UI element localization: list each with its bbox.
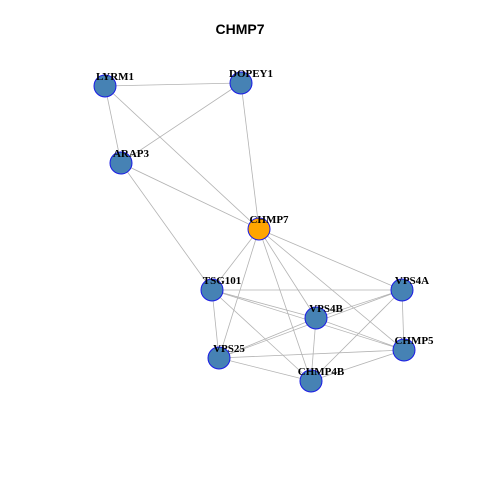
edge-chmp7-tsg101 bbox=[211, 228, 260, 291]
edge-lyrm1-dopey1 bbox=[104, 82, 242, 87]
node-chmp4b: CHMP4B bbox=[298, 366, 345, 393]
node-dopey1: DOPEY1 bbox=[229, 68, 273, 95]
node-label-chmp4b: CHMP4B bbox=[298, 366, 345, 378]
node-tsg101: TSG101 bbox=[200, 275, 242, 302]
node-vps25: VPS25 bbox=[207, 343, 245, 370]
edge-vps4a-chmp4b bbox=[310, 289, 403, 382]
node-circle-dopey1 bbox=[229, 71, 253, 95]
edge-vps25-chmp4b bbox=[218, 357, 312, 382]
edge-chmp5-vps25 bbox=[218, 349, 405, 359]
edge-chmp7-vps4b bbox=[258, 228, 317, 319]
edge-vps4b-chmp5 bbox=[315, 317, 405, 351]
node-label-chmp7: CHMP7 bbox=[249, 214, 289, 226]
node-circle-chmp5 bbox=[392, 338, 416, 362]
edge-chmp7-vps25 bbox=[218, 228, 260, 359]
edge-tsg101-vps4b bbox=[211, 289, 317, 319]
node-label-dopey1: DOPEY1 bbox=[229, 68, 273, 80]
node-label-vps4b: VPS4B bbox=[309, 303, 343, 315]
edge-dopey1-arap3 bbox=[120, 82, 242, 164]
node-circle-tsg101 bbox=[200, 278, 224, 302]
node-vps4b: VPS4B bbox=[304, 303, 343, 330]
edge-arap3-chmp7 bbox=[120, 162, 260, 230]
node-circle-vps4a bbox=[390, 278, 414, 302]
edge-tsg101-chmp4b bbox=[211, 289, 312, 382]
edge-vps4a-vps4b bbox=[315, 289, 403, 319]
edges-layer bbox=[104, 82, 405, 382]
node-circle-chmp4b bbox=[299, 369, 323, 393]
node-label-lyrm1: LYRM1 bbox=[96, 71, 134, 83]
node-arap3: ARAP3 bbox=[109, 148, 150, 175]
edge-lyrm1-chmp7 bbox=[104, 85, 260, 230]
edge-lyrm1-arap3 bbox=[104, 85, 122, 164]
graph-title: CHMP7 bbox=[215, 21, 265, 37]
node-label-tsg101: TSG101 bbox=[203, 275, 242, 287]
edge-vps4b-vps25 bbox=[218, 317, 317, 359]
node-circle-chmp7 bbox=[247, 217, 271, 241]
edge-chmp7-chmp5 bbox=[258, 228, 405, 351]
node-circle-vps4b bbox=[304, 306, 328, 330]
node-chmp5: CHMP5 bbox=[392, 335, 434, 362]
node-vps4a: VPS4A bbox=[390, 275, 429, 302]
node-label-vps4a: VPS4A bbox=[395, 275, 429, 287]
node-circle-lyrm1 bbox=[93, 74, 117, 98]
edge-chmp7-chmp4b bbox=[258, 228, 312, 382]
edge-dopey1-chmp7 bbox=[240, 82, 260, 230]
edge-chmp7-vps4a bbox=[258, 228, 403, 291]
node-label-arap3: ARAP3 bbox=[113, 148, 150, 160]
node-lyrm1: LYRM1 bbox=[93, 71, 134, 98]
node-circle-arap3 bbox=[109, 151, 133, 175]
edge-chmp5-chmp4b bbox=[310, 349, 405, 382]
node-chmp7: CHMP7 bbox=[247, 214, 289, 241]
edge-arap3-tsg101 bbox=[120, 162, 213, 291]
node-label-vps25: VPS25 bbox=[213, 343, 245, 355]
node-label-chmp5: CHMP5 bbox=[394, 335, 434, 347]
node-circle-vps25 bbox=[207, 346, 231, 370]
